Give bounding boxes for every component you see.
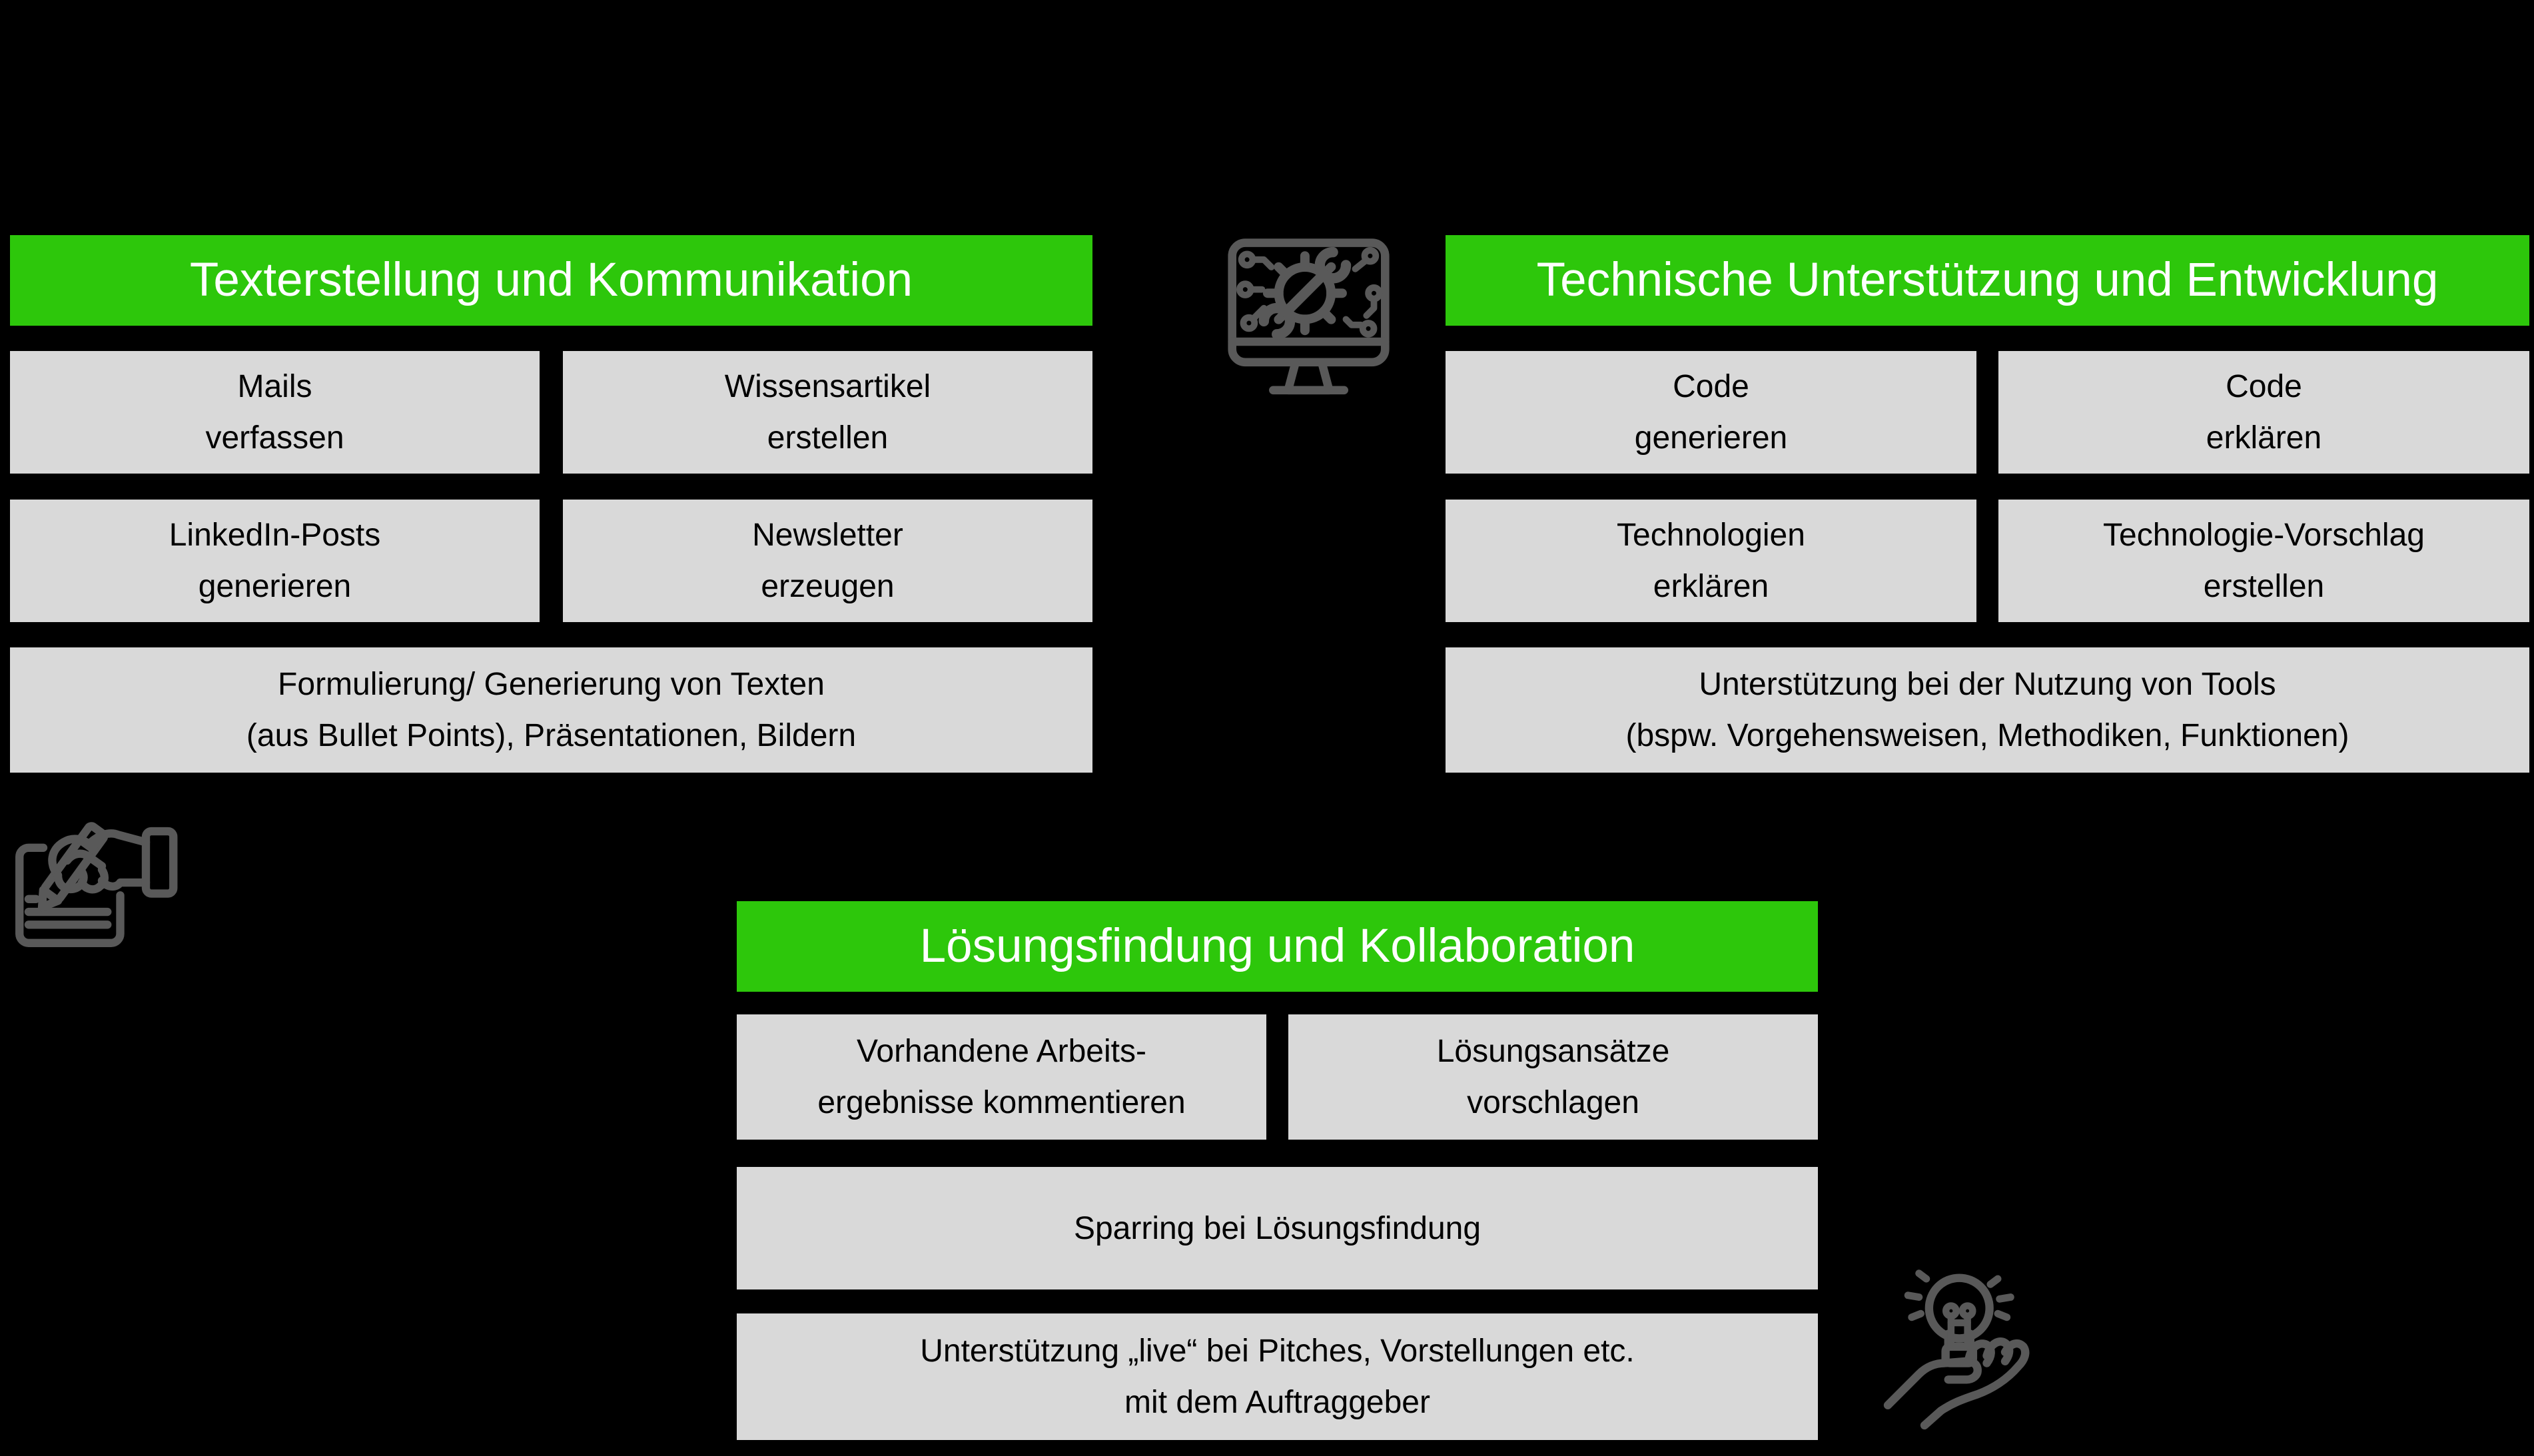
box-line: (aus Bullet Points), Präsentationen, Bil…: [246, 718, 857, 753]
section-header-texterstellung: Texterstellung und Kommunikation: [10, 235, 1092, 326]
box-line: erklären: [2206, 420, 2322, 456]
box-line: LinkedIn-Posts: [169, 518, 381, 553]
box-mails-verfassen: Mails verfassen: [10, 351, 540, 474]
writing-hand-icon: [7, 789, 190, 976]
box-arbeitsergebnisse-kommentieren: Vorhandene Arbeits- ergebnisse kommentie…: [737, 1014, 1266, 1140]
box-line: vorschlagen: [1467, 1085, 1639, 1120]
section-title: Lösungsfindung und Kollaboration: [919, 920, 1635, 972]
box-line: Mails: [237, 369, 312, 404]
box-line: generieren: [198, 569, 352, 604]
section-title: Texterstellung und Kommunikation: [189, 254, 913, 306]
box-code-erklaeren: Code erklären: [1998, 351, 2529, 474]
box-loesungsansaetze-vorschlagen: Lösungsansätze vorschlagen: [1288, 1014, 1818, 1140]
box-line: Vorhandene Arbeits-: [857, 1034, 1146, 1069]
box-line: ergebnisse kommentieren: [817, 1085, 1186, 1120]
box-technologien-erklaeren: Technologien erklären: [1446, 500, 1976, 622]
box-unterstuetzung-live-pitches: Unterstützung „live“ bei Pitches, Vorste…: [737, 1313, 1818, 1440]
box-line: Wissensartikel: [724, 369, 931, 404]
box-line: verfassen: [205, 420, 344, 456]
box-line: Sparring bei Lösungsfindung: [1073, 1210, 1481, 1246]
box-formulierung-generierung: Formulierung/ Generierung von Texten (au…: [10, 647, 1092, 773]
box-line: (bspw. Vorgehensweisen, Methodiken, Funk…: [1625, 718, 2349, 753]
box-line: Formulierung/ Generierung von Texten: [278, 667, 825, 702]
box-technologie-vorschlag-erstellen: Technologie-Vorschlag erstellen: [1998, 500, 2529, 622]
idea-hand-icon: [1873, 1259, 2056, 1445]
box-line: Unterstützung „live“ bei Pitches, Vorste…: [920, 1333, 1635, 1369]
box-line: erstellen: [2203, 569, 2325, 604]
box-sparring-loesungsfindung: Sparring bei Lösungsfindung: [737, 1167, 1818, 1289]
box-line: erklären: [1653, 569, 1769, 604]
box-code-generieren: Code generieren: [1446, 351, 1976, 474]
box-line: Unterstützung bei der Nutzung von Tools: [1699, 667, 2276, 702]
box-line: erstellen: [767, 420, 889, 456]
box-line: mit dem Auftraggeber: [1124, 1385, 1430, 1420]
section-header-technische-unterstuetzung: Technische Unterstützung und Entwicklung: [1446, 235, 2529, 326]
section-title: Technische Unterstützung und Entwicklung: [1536, 254, 2439, 306]
box-line: Lösungsansätze: [1436, 1034, 1670, 1069]
box-line: Code: [2226, 369, 2302, 404]
monitor-tools-icon: [1214, 230, 1404, 416]
box-line: Code: [1673, 369, 1749, 404]
box-line: erzeugen: [761, 569, 895, 604]
box-line: Technologie-Vorschlag: [2103, 518, 2425, 553]
box-unterstuetzung-tools: Unterstützung bei der Nutzung von Tools …: [1446, 647, 2529, 773]
box-line: generieren: [1634, 420, 1788, 456]
section-header-loesungsfindung: Lösungsfindung und Kollaboration: [737, 901, 1818, 992]
box-linkedin-posts-generieren: LinkedIn-Posts generieren: [10, 500, 540, 622]
box-line: Newsletter: [752, 518, 903, 553]
box-newsletter-erzeugen: Newsletter erzeugen: [563, 500, 1092, 622]
box-wissensartikel-erstellen: Wissensartikel erstellen: [563, 351, 1092, 474]
box-line: Technologien: [1617, 518, 1805, 553]
